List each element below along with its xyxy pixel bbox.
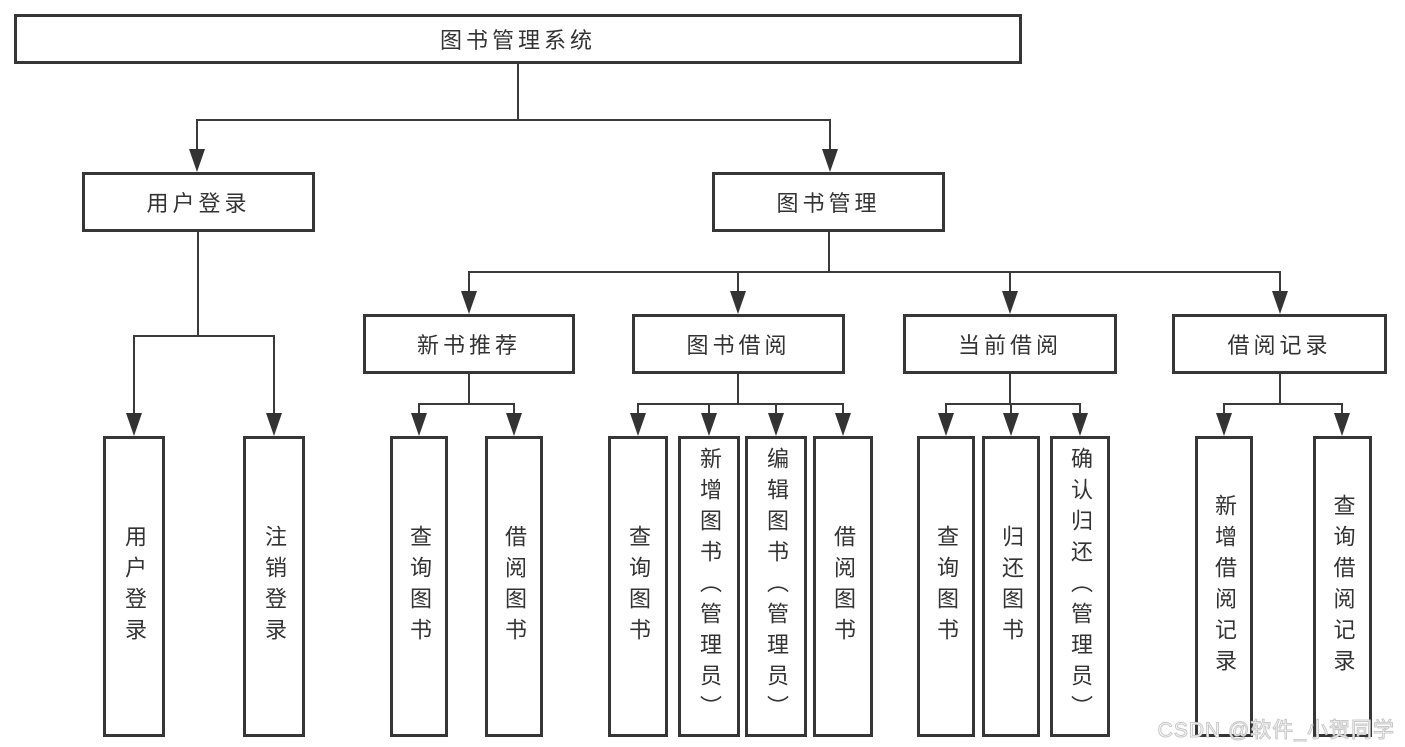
- connector-borrow-records-arrowhead-0: [1216, 413, 1232, 436]
- connector-book-mgmt-arrow-line: [1278, 272, 1282, 308]
- node-leaf-add-borrow-record: 新增借阅记录: [1195, 436, 1253, 737]
- connector-book-mgmt-arrowhead-1: [730, 291, 746, 314]
- connector-user-login-stem: [196, 232, 200, 336]
- node-leaf-return-books: 归还图书: [982, 436, 1040, 737]
- node-leaf-logout: 注销登录: [243, 436, 305, 737]
- connector-current-borrowing-bar: [944, 402, 1082, 406]
- connector-book-borrowing-arrowhead-1: [701, 413, 717, 436]
- connector-new-book-rec-bar: [417, 402, 516, 406]
- connector-root-bar: [195, 118, 832, 122]
- connector-current-borrowing-arrowhead-1: [1003, 413, 1019, 436]
- node-leaf-query-books-1: 查询图书: [390, 436, 448, 737]
- node-new-book-rec: 新书推荐: [363, 314, 575, 374]
- connector-new-book-rec-arrowhead-1: [506, 413, 522, 436]
- connector-book-mgmt-arrow-line: [736, 272, 740, 308]
- connector-root-arrowhead-1: [822, 149, 838, 172]
- node-leaf-user-login: 用户登录: [103, 436, 165, 737]
- connector-book-mgmt-bar: [467, 270, 1282, 274]
- connector-new-book-rec-arrowhead-0: [411, 413, 427, 436]
- connector-book-mgmt-arrowhead-0: [461, 291, 477, 314]
- node-leaf-borrow-books-1: 借阅图书: [485, 436, 543, 737]
- connector-book-mgmt-arrow-line: [1008, 272, 1012, 308]
- connector-current-borrowing-stem: [1008, 374, 1012, 404]
- node-leaf-add-book-admin: 新增图书（管理员）: [678, 436, 740, 737]
- node-leaf-confirm-return: 确认归还（管理员）: [1050, 436, 1110, 737]
- connector-book-mgmt-arrow-line: [467, 272, 471, 308]
- connector-current-borrowing-arrowhead-0: [938, 413, 954, 436]
- connector-root-arrowhead-0: [189, 149, 205, 172]
- node-root: 图书管理系统: [14, 14, 1022, 64]
- connector-book-mgmt-arrowhead-2: [1002, 291, 1018, 314]
- node-leaf-borrow-books-2: 借阅图书: [813, 436, 873, 737]
- connector-user-login-arrowhead-0: [126, 413, 142, 436]
- connector-book-borrowing-bar: [636, 402, 845, 406]
- connector-book-borrowing-arrowhead-2: [768, 413, 784, 436]
- connector-borrow-records-bar: [1222, 402, 1344, 406]
- node-current-borrowing: 当前借阅: [903, 314, 1117, 374]
- connector-user-login-arrowhead-1: [266, 413, 282, 436]
- connector-book-mgmt-arrowhead-3: [1272, 291, 1288, 314]
- connector-current-borrowing-arrowhead-2: [1072, 413, 1088, 436]
- node-user-login: 用户登录: [82, 172, 315, 232]
- node-leaf-edit-book-admin: 编辑图书（管理员）: [745, 436, 807, 737]
- connector-user-login-arrow-line: [132, 336, 136, 430]
- connector-root-arrow-line: [195, 120, 199, 166]
- node-leaf-query-books-2: 查询图书: [608, 436, 668, 737]
- connector-new-book-rec-stem: [467, 374, 471, 404]
- connector-book-mgmt-stem: [827, 232, 831, 272]
- connector-book-borrowing-arrowhead-3: [835, 413, 851, 436]
- connector-book-borrowing-arrowhead-0: [630, 413, 646, 436]
- connector-borrow-records-stem: [1278, 374, 1282, 404]
- node-borrow-records: 借阅记录: [1172, 314, 1387, 374]
- connector-root-arrow-line: [828, 120, 832, 166]
- node-leaf-query-books-3: 查询图书: [917, 436, 975, 737]
- node-leaf-query-borrow-record: 查询借阅记录: [1313, 436, 1372, 737]
- csdn-watermark: CSDN @软件_小贺同学: [1157, 719, 1395, 743]
- node-book-borrowing: 图书借阅: [632, 314, 845, 374]
- connector-book-borrowing-stem: [736, 374, 740, 404]
- connector-borrow-records-arrowhead-1: [1334, 413, 1350, 436]
- connector-user-login-arrow-line: [272, 336, 276, 430]
- connector-user-login-bar: [132, 334, 276, 338]
- node-book-mgmt: 图书管理: [712, 172, 945, 232]
- connector-root-stem: [516, 64, 520, 120]
